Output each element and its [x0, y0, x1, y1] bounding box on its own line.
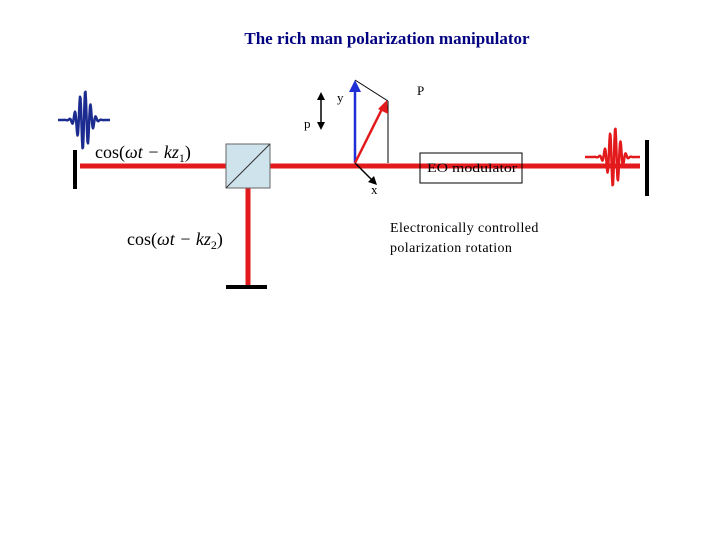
polarization-box-top [354, 79, 389, 102]
polarization-vector-label: P [417, 83, 424, 98]
outgoing-pulse-waveform [584, 127, 641, 187]
eo-modulator-box [419, 152, 523, 184]
polarization-vector-arrow [353, 106, 385, 164]
input-polarization-label: p [304, 116, 311, 131]
eo-modulator-label: EO modulator [427, 160, 518, 175]
x-axis-arrow [354, 162, 374, 182]
rotation-description-line2: polarization rotation [390, 241, 513, 256]
rotation-description-line1: Electronically controlled [390, 221, 539, 236]
incoming-pulse-waveform [57, 90, 111, 150]
double-arrow-icon [317, 92, 325, 130]
rotation-description: Electronically controlled polarization r… [390, 219, 539, 259]
x-axis-arrowhead [368, 176, 377, 185]
y-axis-label: y [337, 90, 344, 105]
beamsplitter-diagonal [225, 143, 271, 189]
y-axis-arrowhead [349, 80, 361, 92]
slide-title: The rich man polarization manipulator [244, 29, 530, 48]
arm2-formula: cos(ωt − kz2) [127, 229, 223, 252]
x-axis-label: x [371, 182, 378, 197]
polarization-vector-arrowhead [378, 100, 388, 114]
arm1-formula: cos(ωt − kz1) [95, 142, 191, 165]
